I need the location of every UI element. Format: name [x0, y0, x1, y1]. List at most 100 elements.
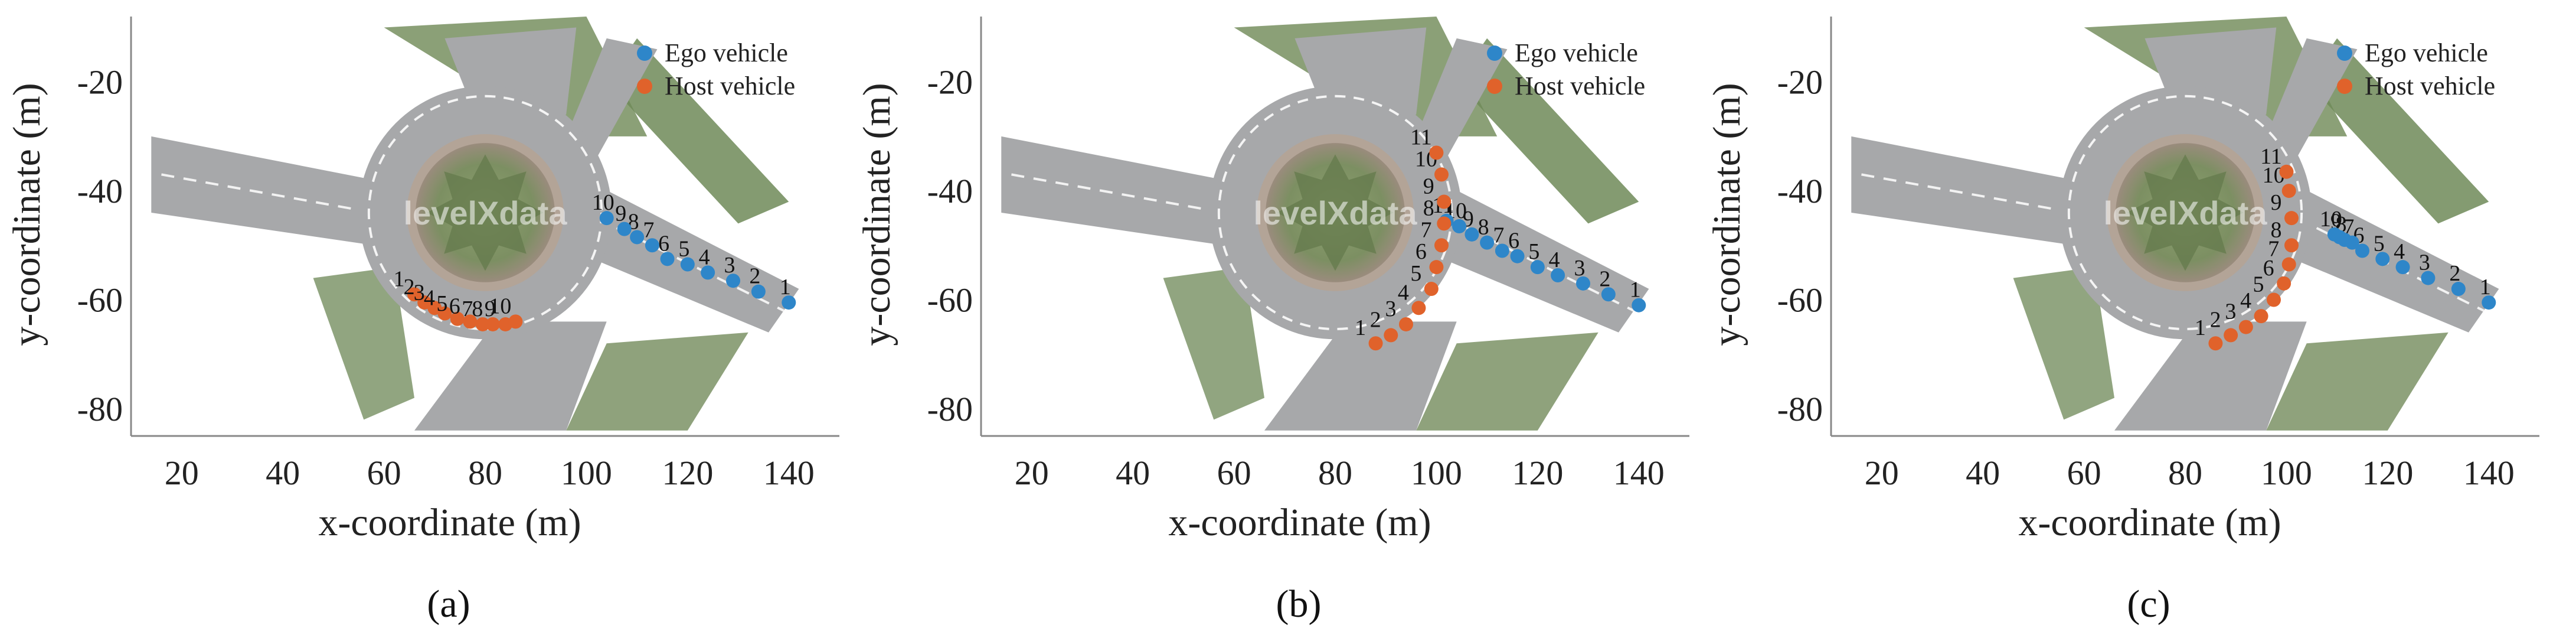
- data-point: [1452, 219, 1466, 233]
- data-point: [407, 287, 421, 302]
- grass-area: [1416, 332, 1598, 431]
- island-star-pattern: [2127, 154, 2244, 271]
- west-road: [1851, 136, 2074, 246]
- x-tick-label: 100: [2261, 454, 2312, 492]
- data-point: [450, 311, 465, 326]
- data-point: [1384, 328, 1398, 343]
- x-tick-label: 60: [367, 454, 401, 492]
- point-label: 10: [2320, 207, 2342, 232]
- x-tick-label: 100: [1411, 454, 1462, 492]
- point-label: 3: [1385, 297, 1397, 321]
- data-point: [2421, 271, 2436, 285]
- point-label: 3: [2225, 300, 2236, 324]
- x-tick-label: 60: [1217, 454, 1251, 492]
- data-point: [1399, 317, 1413, 331]
- data-point: [2284, 211, 2299, 226]
- y-tick-label: -20: [927, 63, 973, 102]
- island-star-pattern: [1277, 154, 1394, 271]
- east-road: [586, 180, 799, 333]
- x-tick-label: 40: [1116, 454, 1150, 492]
- y-tick-label: -40: [1777, 172, 1823, 210]
- point-label: 9: [485, 297, 496, 321]
- data-point: [2254, 309, 2268, 324]
- data-point: [1429, 260, 1444, 275]
- data-point: [660, 252, 675, 266]
- data-point: [2279, 164, 2294, 179]
- data-point: [508, 314, 523, 329]
- y-tick-label: -40: [927, 172, 973, 210]
- x-tick-label: 20: [165, 454, 199, 492]
- legend-marker: [1487, 45, 1502, 61]
- x-tick-label: 100: [561, 454, 612, 492]
- data-point: [1480, 235, 1495, 250]
- grass-area: [1163, 267, 1264, 420]
- point-label: 9: [615, 201, 626, 226]
- y-axis-title: y-coordinate (m): [5, 83, 48, 346]
- point-label: 3: [724, 253, 735, 278]
- data-point: [1530, 260, 1545, 275]
- data-point: [1464, 227, 1479, 242]
- x-tick-label: 140: [1613, 454, 1665, 492]
- point-label: 6: [2263, 256, 2274, 281]
- y-axis-title: y-coordinate (m): [855, 83, 898, 346]
- data-point: [485, 317, 500, 331]
- x-tick-label: 140: [2463, 454, 2515, 492]
- data-point: [1411, 301, 1426, 315]
- grass-area: [1456, 38, 1639, 224]
- roundabout-map-image: levelXdata: [1001, 17, 1649, 431]
- northeast-ramp: [566, 38, 658, 158]
- y-tick-label: -20: [1777, 63, 1823, 102]
- point-label: 2: [1370, 307, 1381, 332]
- y-tick-label: -20: [77, 63, 123, 102]
- data-point: [599, 211, 614, 226]
- point-label: 4: [1398, 280, 1409, 305]
- x-tick-label: 140: [763, 454, 815, 492]
- point-label: 9: [1423, 174, 1434, 199]
- lane-marking: [1011, 173, 1224, 214]
- grass-area: [2306, 38, 2489, 224]
- data-point: [1576, 276, 1590, 291]
- legend-label: Ego vehicle: [1515, 38, 1638, 67]
- legend-label: Ego vehicle: [665, 38, 788, 67]
- point-label: 11: [2260, 144, 2282, 169]
- point-label: 7: [2268, 237, 2279, 262]
- point-label: 10: [489, 294, 511, 318]
- south-road: [2114, 321, 2307, 431]
- point-label: 1: [2480, 275, 2491, 300]
- roundabout-map-image: levelXdata: [151, 17, 799, 431]
- point-label: 1: [1355, 315, 1366, 340]
- panel-caption: (a): [427, 582, 470, 626]
- point-label: 3: [2419, 250, 2430, 275]
- point-label: 9: [2271, 190, 2282, 215]
- y-tick-label: -60: [77, 281, 123, 319]
- x-tick-label: 80: [468, 454, 502, 492]
- data-point: [1510, 249, 1525, 263]
- data-point: [2238, 320, 2253, 334]
- data-point: [1437, 216, 1452, 231]
- point-label: 4: [424, 286, 435, 311]
- data-point: [437, 306, 452, 321]
- data-point: [463, 314, 478, 329]
- data-point: [1368, 336, 1383, 351]
- lane-marking: [161, 173, 374, 214]
- point-label: 6: [658, 231, 669, 256]
- data-point: [2482, 295, 2496, 310]
- y-axis-title: y-coordinate (m): [1705, 83, 1748, 346]
- point-label: 3: [1574, 256, 1586, 281]
- point-label: 10: [592, 190, 614, 215]
- x-tick-label: 60: [2067, 454, 2101, 492]
- point-label: 4: [2240, 288, 2251, 313]
- legend-label: Host vehicle: [1515, 71, 1645, 100]
- data-point: [617, 222, 632, 236]
- data-point: [2395, 260, 2410, 275]
- data-point: [1601, 287, 1616, 302]
- point-label: 1: [394, 266, 405, 291]
- point-label: 7: [1493, 223, 1504, 248]
- west-road: [1001, 136, 1224, 246]
